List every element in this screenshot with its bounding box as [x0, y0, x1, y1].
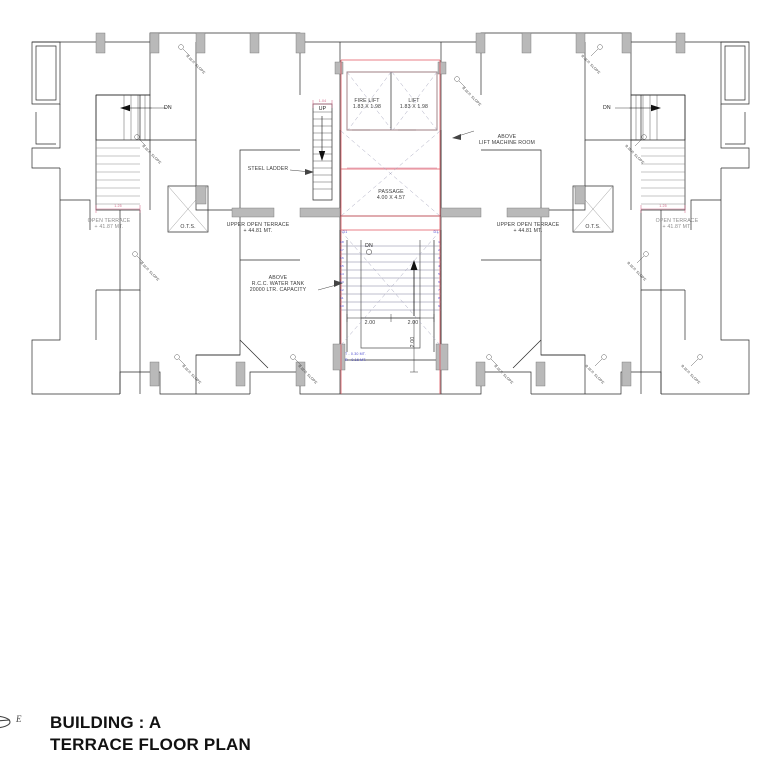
tread-number: 7 [438, 288, 440, 292]
tread-number: 3 [438, 256, 440, 260]
left-parapet-dim: 1.25 [114, 204, 122, 208]
stair-dn-label: DN [365, 243, 373, 249]
ladder-up-label: UP [318, 106, 327, 112]
tread-number: 5 [438, 272, 440, 276]
right-wing-dn-label: DN [603, 105, 611, 111]
passage-name: PASSAGE [378, 189, 404, 195]
ot-right-name: OPEN TERRACE [655, 218, 699, 224]
stair-width-dim-right: 2.00 [407, 320, 419, 326]
building-title: BUILDING : A [50, 713, 162, 732]
left-wing-dn-label: DN [164, 105, 172, 111]
tread-number: 11 [340, 296, 344, 300]
open-terrace-right: OPEN TERRACE + 41.87 MT. [634, 218, 720, 230]
plan-title: TERRACE FLOOR PLAN [50, 735, 251, 754]
passage-label: PASSAGE 4.00 X 4.57 [356, 189, 426, 201]
tread-number: 12 [340, 288, 344, 292]
tread-number: 4 [438, 264, 440, 268]
tank-line2: R.C.C. WATER TANK [251, 281, 305, 288]
water-tank-note: ABOVE R.C.C. WATER TANK 20000 LTR. CAPAC… [232, 275, 324, 294]
fire-lift-name: FIRE LIFT [354, 98, 380, 104]
tank-line1: ABOVE [268, 275, 288, 281]
fire-lift-size: 1.83 X 1.98 [352, 104, 382, 111]
steel-ladder-label: STEEL LADDER [247, 166, 289, 172]
tread-number: 16 [340, 256, 344, 260]
lift-size: 1.83 X 1.98 [399, 104, 429, 111]
tread-number: 18 [340, 240, 344, 244]
tread-number: 8 [438, 296, 440, 300]
fire-lift-label: FIRE LIFT 1.83 X 1.98 [346, 98, 388, 110]
north-compass: E A TH [0, 704, 32, 762]
stair-door-left: D1 [342, 230, 348, 234]
stair-tread-note: T - 0.30 MT. [345, 352, 366, 356]
ot-right-level: + 41.87 MT. [662, 224, 692, 231]
lmr-line2: LIFT MACHINE ROOM [478, 140, 536, 147]
right-parapet-dim: 1.25 [659, 204, 667, 208]
tread-number: 2 [438, 248, 440, 252]
stair-width-dim-left: 2.00 [364, 320, 376, 326]
ot-left-name: OPEN TERRACE [87, 218, 131, 224]
open-terrace-left: OPEN TERRACE + 41.87 MT. [66, 218, 152, 230]
uot-left-name: UPPER OPEN TERRACE [226, 222, 290, 228]
tread-number: 6 [438, 280, 440, 284]
upper-open-terrace-left: UPPER OPEN TERRACE + 44.81 MT. [208, 222, 308, 234]
tread-number: 10 [340, 304, 344, 308]
uot-right-level: + 44.81 MT. [513, 228, 543, 235]
tank-line3: 20000 LTR. CAPACITY [249, 287, 307, 294]
ot-left-level: + 41.87 MT. [94, 224, 124, 231]
ladder-dim: 1.04 [318, 99, 327, 103]
tread-number: 1 [438, 240, 440, 244]
stair-riser-note: R - 0.16 MT. [345, 358, 367, 362]
compass-rose-icon [0, 715, 11, 729]
tread-number: 17 [340, 248, 344, 252]
lift-name: LIFT [408, 98, 420, 104]
left-ots-label: O.T.S. [180, 224, 196, 230]
title-block: E A TH BUILDING : A TERRACE FLOOR PLAN [0, 700, 781, 768]
lmr-line1: ABOVE [497, 134, 517, 140]
stair-depth-dim: 2.00 [410, 336, 416, 348]
tread-number: 14 [340, 272, 344, 276]
tread-number: 9 [438, 304, 440, 308]
lift-label: LIFT 1.83 X 1.98 [393, 98, 435, 110]
lift-machine-room-note: ABOVE LIFT MACHINE ROOM [462, 134, 552, 146]
compass-east-label: E [16, 714, 22, 724]
tread-number: 15 [340, 264, 344, 268]
passage-size: 4.00 X 4.57 [376, 195, 406, 202]
stair-door-right: D1 [433, 230, 439, 234]
right-ots-label: O.T.S. [585, 224, 601, 230]
tread-number: 13 [340, 280, 344, 284]
upper-open-terrace-right: UPPER OPEN TERRACE + 44.81 MT. [478, 222, 578, 234]
uot-left-level: + 44.81 MT. [243, 228, 273, 235]
uot-right-name: UPPER OPEN TERRACE [496, 222, 560, 228]
